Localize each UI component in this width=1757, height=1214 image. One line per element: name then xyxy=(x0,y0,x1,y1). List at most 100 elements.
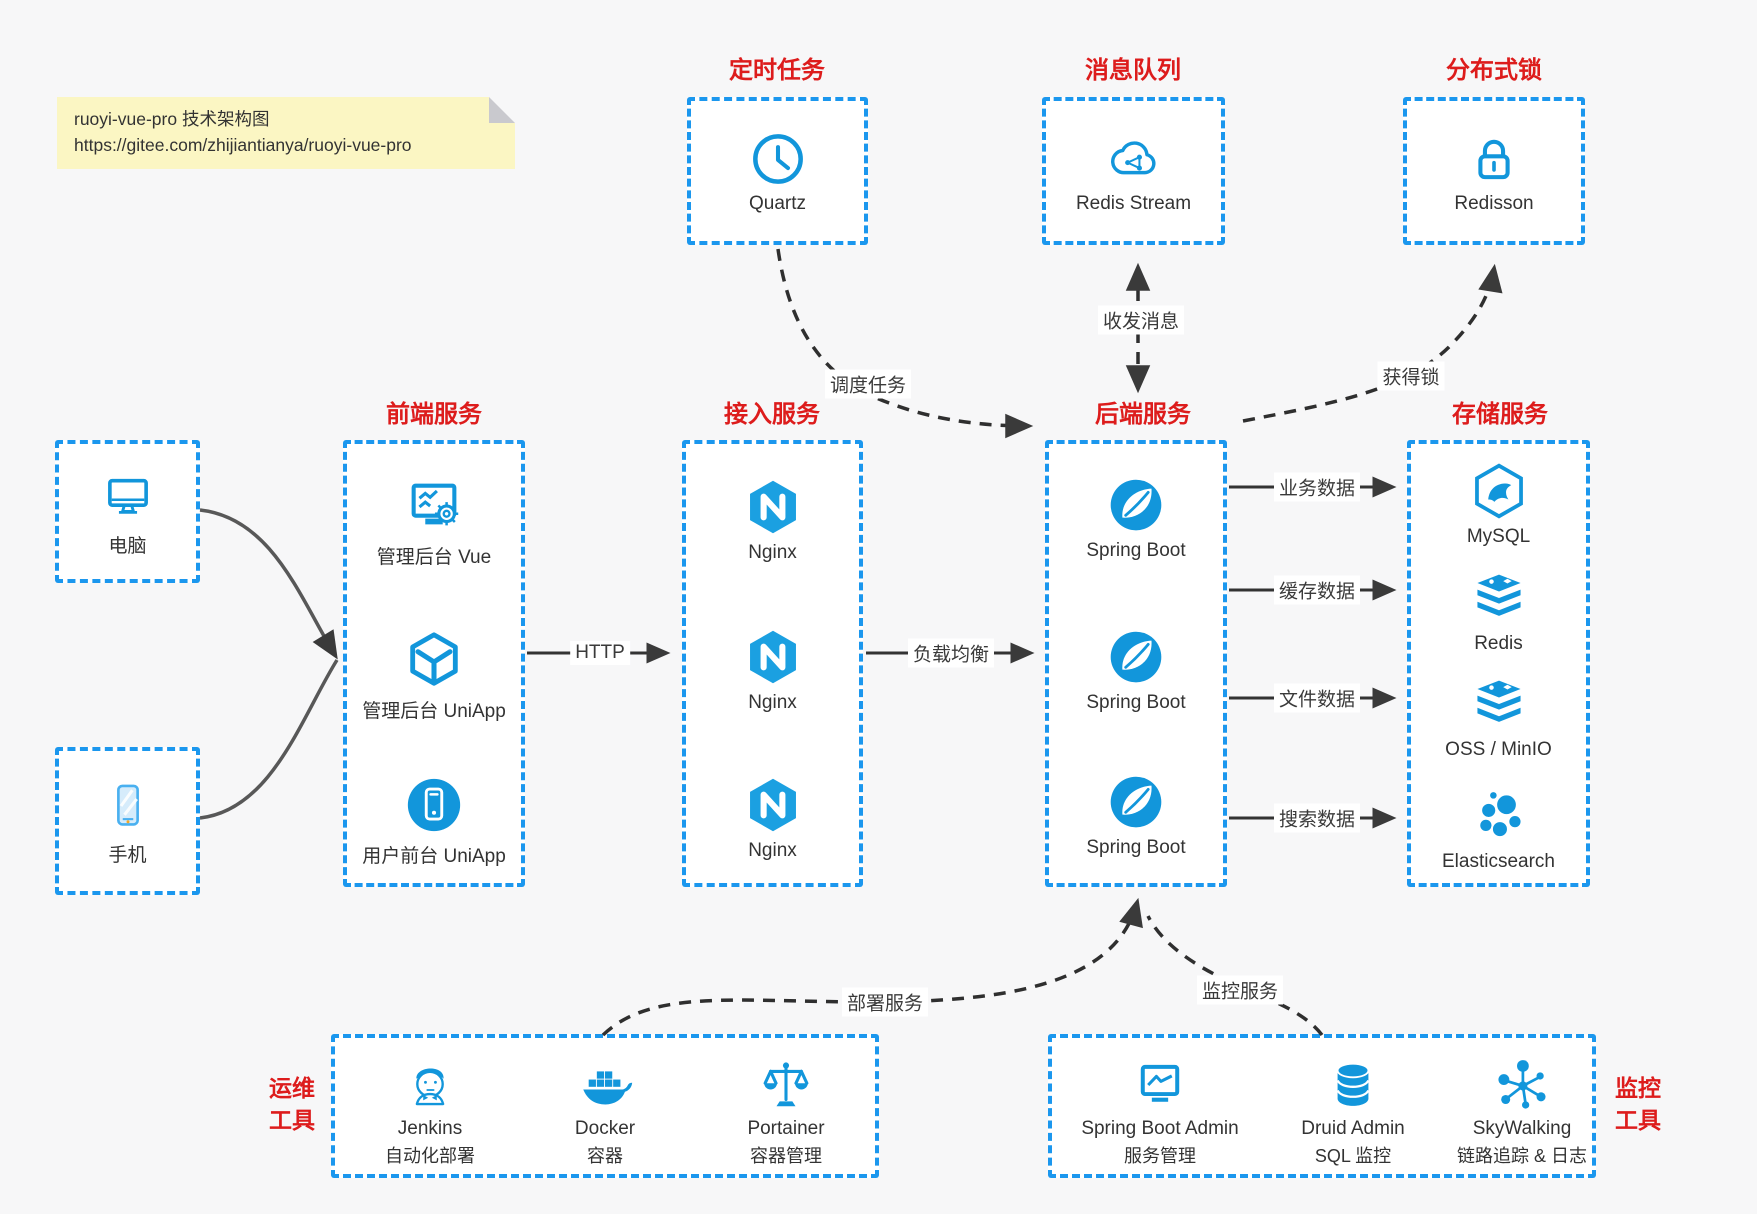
springboot-label: Spring Boot xyxy=(1086,692,1186,713)
skywalking-desc: 链路追踪 & 日志 xyxy=(1456,1146,1587,1166)
nginx-label: Nginx xyxy=(748,840,797,861)
docker-name: Docker xyxy=(574,1118,636,1139)
edge-label-load-balance: 负载均衡 xyxy=(907,638,995,668)
edge-pc-to-frontend xyxy=(199,508,338,660)
box-access: Nginx Nginx Nginx xyxy=(682,440,863,887)
node-oss-minio: OSS / MinIO xyxy=(1411,674,1586,761)
tool-skywalking: SkyWalking 链路追踪 & 日志 xyxy=(1427,1056,1617,1168)
node-mysql: MySQL xyxy=(1411,461,1586,548)
nginx-label: Nginx xyxy=(748,542,797,563)
elasticsearch-label: Elasticsearch xyxy=(1442,851,1555,872)
redis-stack-icon xyxy=(1469,568,1529,628)
lock-icon xyxy=(1465,130,1523,188)
spring-boot-admin-name: Spring Boot Admin xyxy=(1081,1118,1239,1139)
box-quartz: Quartz xyxy=(687,97,868,245)
portainer-desc: 容器管理 xyxy=(750,1146,822,1166)
edge-label-cache-data: 缓存数据 xyxy=(1273,575,1361,605)
node-nginx-1: Nginx xyxy=(686,477,859,564)
jenkins-name: Jenkins xyxy=(397,1118,463,1139)
node-springboot-2: Spring Boot xyxy=(1049,627,1223,714)
tool-docker: Docker 容器 xyxy=(510,1056,700,1168)
druid-admin-name: Druid Admin xyxy=(1301,1118,1405,1139)
nginx-icon xyxy=(743,627,803,687)
node-admin-uniapp: 管理后台 UniApp xyxy=(347,629,521,723)
network-nodes-icon xyxy=(1493,1056,1551,1114)
ops-tools-side-label: 运维 工具 xyxy=(269,1075,315,1134)
edge-label-http: HTTP xyxy=(570,641,630,665)
box-backend: Spring Boot Spring Boot Spring Boot xyxy=(1045,440,1227,887)
title-storage: 存储服务 xyxy=(1452,401,1548,428)
nginx-icon xyxy=(743,775,803,835)
redisson-label: Redisson xyxy=(1454,192,1534,214)
box-frontend: 管理后台 Vue 管理后台 UniApp 用户前台 UniApp xyxy=(343,440,525,887)
mysql-label: MySQL xyxy=(1466,526,1531,547)
clock-icon xyxy=(749,130,807,188)
monitor-chart-icon xyxy=(1131,1056,1189,1114)
title-backend: 后端服务 xyxy=(1095,401,1191,428)
note-title: ruoyi-vue-pro 技术架构图 xyxy=(74,109,270,129)
node-springboot-3: Spring Boot xyxy=(1049,772,1223,859)
node-nginx-3: Nginx xyxy=(686,775,859,862)
title-scheduled-task: 定时任务 xyxy=(729,57,825,84)
jenkins-icon xyxy=(401,1056,459,1114)
node-elasticsearch: Elasticsearch xyxy=(1411,786,1586,873)
spring-leaf-icon xyxy=(1106,627,1166,687)
user-app-icon xyxy=(403,774,465,836)
edge-label-business-data: 业务数据 xyxy=(1273,472,1361,502)
tool-druid-admin: Druid Admin SQL 监控 xyxy=(1258,1056,1448,1168)
desktop-icon xyxy=(99,468,157,526)
edge-label-send-receive: 收发消息 xyxy=(1097,305,1185,335)
admin-vue-icon xyxy=(403,475,465,537)
cloud-mq-icon xyxy=(1104,130,1164,188)
redis-stream-label: Redis Stream xyxy=(1075,192,1192,214)
title-access: 接入服务 xyxy=(724,401,820,428)
quartz-label: Quartz xyxy=(748,192,807,214)
title-frontend: 前端服务 xyxy=(386,401,482,428)
portainer-scales-icon xyxy=(757,1056,815,1114)
pc-label: 电脑 xyxy=(108,535,147,557)
oss-minio-label: OSS / MinIO xyxy=(1445,739,1552,760)
edge-phone-to-frontend xyxy=(199,659,339,820)
box-ops-tools: Jenkins 自动化部署 Docker 容器 xyxy=(331,1034,879,1178)
uniapp-cube-icon xyxy=(403,629,465,691)
box-pc-client: 电脑 xyxy=(55,440,200,583)
docker-whale-icon xyxy=(576,1056,634,1114)
box-monitor-tools: Spring Boot Admin 服务管理 Druid Admin SQL 监… xyxy=(1048,1034,1596,1178)
storage-stack-icon xyxy=(1469,674,1529,734)
monitor-tools-side-label: 监控 工具 xyxy=(1615,1075,1661,1134)
skywalking-name: SkyWalking xyxy=(1472,1118,1572,1139)
spring-leaf-icon xyxy=(1106,475,1166,535)
box-redisson: Redisson xyxy=(1403,97,1585,245)
node-nginx-2: Nginx xyxy=(686,627,859,714)
edge-label-monitor-service: 监控服务 xyxy=(1196,975,1284,1005)
user-uniapp-label: 用户前台 UniApp xyxy=(362,846,506,867)
edge-label-search-data: 搜索数据 xyxy=(1273,803,1361,833)
portainer-name: Portainer xyxy=(747,1118,825,1139)
docker-desc: 容器 xyxy=(587,1146,623,1166)
node-user-uniapp: 用户前台 UniApp xyxy=(347,774,521,868)
title-distributed-lock: 分布式锁 xyxy=(1446,57,1542,84)
node-redis: Redis xyxy=(1411,568,1586,655)
redis-label: Redis xyxy=(1474,633,1523,654)
edge-label-file-data: 文件数据 xyxy=(1273,683,1361,713)
node-admin-vue: 管理后台 Vue xyxy=(347,475,521,569)
title-message-queue: 消息队列 xyxy=(1085,57,1181,84)
tool-portainer: Portainer 容器管理 xyxy=(691,1056,881,1168)
sticky-note: ruoyi-vue-pro 技术架构图 https://gitee.com/zh… xyxy=(57,97,515,169)
elasticsearch-icon xyxy=(1469,786,1529,846)
springboot-label: Spring Boot xyxy=(1086,837,1186,858)
tool-spring-boot-admin: Spring Boot Admin 服务管理 xyxy=(1060,1056,1260,1168)
box-phone-client: 手机 xyxy=(55,747,200,895)
admin-vue-label: 管理后台 Vue xyxy=(376,547,492,568)
mysql-dolphin-icon xyxy=(1469,461,1529,521)
smartphone-icon xyxy=(100,777,156,835)
edge-label-deploy-service: 部署服务 xyxy=(841,987,929,1017)
phone-label: 手机 xyxy=(108,845,147,866)
note-url: https://gitee.com/zhijiantianya/ruoyi-vu… xyxy=(74,135,412,156)
spring-leaf-icon xyxy=(1106,772,1166,832)
node-springboot-1: Spring Boot xyxy=(1049,475,1223,562)
database-icon xyxy=(1324,1056,1382,1114)
springboot-label: Spring Boot xyxy=(1086,540,1186,561)
tool-jenkins: Jenkins 自动化部署 xyxy=(335,1056,525,1168)
druid-admin-desc: SQL 监控 xyxy=(1314,1146,1392,1166)
